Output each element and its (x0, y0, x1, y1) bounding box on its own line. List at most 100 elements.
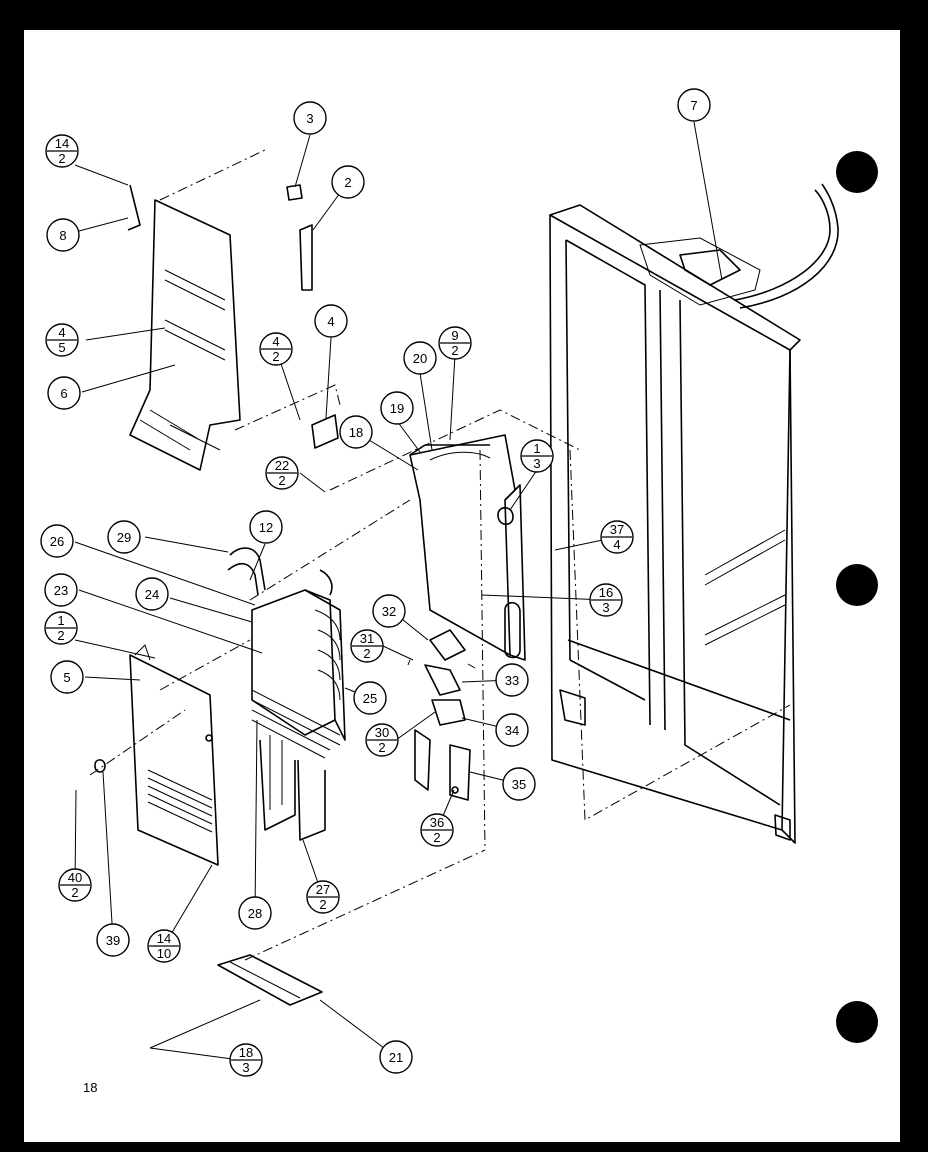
callout-part-number: 25 (363, 691, 377, 706)
callout-part-number: 34 (505, 723, 519, 738)
fan-shroud-drawing (329, 409, 581, 851)
callout-c4-2: 42 (259, 332, 293, 366)
callout-circle (495, 713, 529, 747)
page-number: 18 (83, 1080, 97, 1095)
callout-c8: 8 (46, 218, 80, 252)
callout-part-number: 20 (413, 351, 427, 366)
callout-circle (238, 896, 272, 930)
callout-quantity: 2 (451, 343, 458, 358)
callout-part-number: 12 (259, 520, 273, 535)
callout-circle (249, 510, 283, 544)
callout-c3: 3 (293, 101, 327, 135)
callout-part-number: 32 (382, 604, 396, 619)
callout-c20: 20 (403, 341, 437, 375)
callout-circle (502, 767, 536, 801)
callout-circle (495, 663, 529, 697)
callout-circle (379, 1040, 413, 1074)
callout-circle (50, 660, 84, 694)
callout-part-number: 1 (57, 613, 64, 628)
callout-c34: 34 (495, 713, 529, 747)
callout-c18: 18 (339, 415, 373, 449)
callout-c16-3: 163 (589, 583, 623, 617)
callout-part-number: 30 (375, 725, 389, 740)
callout-part-number: 4 (327, 314, 334, 329)
callout-quantity: 2 (363, 646, 370, 661)
back-panel-drawing (127, 149, 341, 471)
callout-part-number: 37 (610, 522, 624, 537)
binder-hole-top-icon (836, 151, 878, 193)
callout-c4: 4 (314, 304, 348, 338)
callout-part-number: 24 (145, 587, 159, 602)
callout-part-number: 18 (349, 425, 363, 440)
callout-quantity: 2 (433, 830, 440, 845)
callout-part-number: 5 (63, 670, 70, 685)
callout-part-number: 40 (68, 870, 82, 885)
callout-part-number: 29 (117, 530, 131, 545)
drain-tray-drawing (149, 849, 486, 1061)
callout-part-number: 18 (239, 1045, 253, 1060)
callout-part-number: 8 (59, 228, 66, 243)
callout-quantity: 3 (242, 1060, 249, 1075)
callout-quantity: 2 (278, 473, 285, 488)
callout-part-number: 21 (389, 1050, 403, 1065)
callout-c4-5: 45 (45, 323, 79, 357)
callout-c29: 29 (107, 520, 141, 554)
callout-part-number: 39 (106, 933, 120, 948)
callout-c21: 21 (379, 1040, 413, 1074)
callout-part-number: 4 (272, 334, 279, 349)
callout-part-number: 14 (55, 136, 69, 151)
callout-part-number: 31 (360, 631, 374, 646)
callout-part-number: 4 (58, 325, 65, 340)
callout-quantity: 2 (378, 740, 385, 755)
callout-circle (314, 304, 348, 338)
callout-part-number: 3 (306, 111, 313, 126)
callout-circle (96, 923, 130, 957)
callout-part-number: 16 (599, 585, 613, 600)
callout-quantity: 4 (613, 537, 620, 552)
callout-c7: 7 (677, 88, 711, 122)
callout-c27-2: 272 (306, 880, 340, 914)
callout-circle (135, 577, 169, 611)
callout-part-number: 7 (690, 98, 697, 113)
callout-quantity: 10 (157, 946, 171, 961)
callout-c40-2: 402 (58, 868, 92, 902)
callout-c14-2: 142 (45, 134, 79, 168)
callout-c23: 23 (44, 573, 78, 607)
callout-part-number: 14 (157, 931, 171, 946)
callout-c25: 25 (353, 681, 387, 715)
cabinet-liner-drawing (549, 183, 839, 844)
callout-c31-2: 312 (350, 629, 384, 663)
callout-c35: 35 (502, 767, 536, 801)
callout-c32: 32 (372, 594, 406, 628)
callout-c19: 19 (380, 391, 414, 425)
callout-c24: 24 (135, 577, 169, 611)
callout-circle (293, 101, 327, 135)
callout-part-number: 26 (50, 534, 64, 549)
binder-hole-bottom-icon (836, 1001, 878, 1043)
callout-c39: 39 (96, 923, 130, 957)
callout-part-number: 36 (430, 815, 444, 830)
callout-c22-2: 222 (265, 456, 299, 490)
callout-c37-4: 374 (600, 520, 634, 554)
callout-circle (47, 376, 81, 410)
callout-part-number: 33 (505, 673, 519, 688)
callout-quantity: 3 (602, 600, 609, 615)
callout-c5: 5 (50, 660, 84, 694)
callout-quantity: 5 (58, 340, 65, 355)
callout-circle (331, 165, 365, 199)
fan-motor-drawing (407, 629, 476, 801)
callout-part-number: 2 (344, 175, 351, 190)
callout-part-number: 22 (275, 458, 289, 473)
callout-part-number: 23 (54, 583, 68, 598)
callout-c6: 6 (47, 376, 81, 410)
callout-c12: 12 (249, 510, 283, 544)
callout-quantity: 3 (533, 456, 540, 471)
callout-circle (353, 681, 387, 715)
callout-quantity: 2 (58, 151, 65, 166)
callout-circle (107, 520, 141, 554)
callout-c1-2: 12 (44, 611, 78, 645)
callout-circle (372, 594, 406, 628)
callout-part-number: 27 (316, 882, 330, 897)
